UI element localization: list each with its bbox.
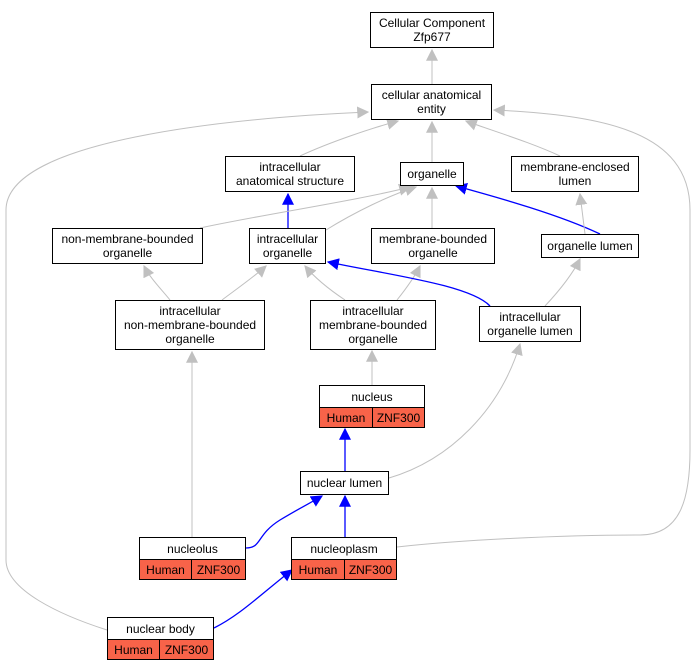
- gene-cell: ZNF300: [164, 642, 209, 657]
- node-label-line: organelle lumen: [487, 324, 573, 338]
- node-label-line: lumen: [558, 174, 592, 188]
- node-label-line: intracellular: [499, 310, 561, 324]
- node-label-line: nucleus: [351, 389, 393, 404]
- node-label-line: intracellular: [259, 160, 321, 174]
- gene-cell: ZNF300: [348, 562, 393, 577]
- species-cell: Human: [292, 560, 345, 579]
- node-label-line: intracellular: [159, 304, 221, 318]
- node-label: nucleus: [320, 386, 424, 407]
- gene-cell: ZNF300: [196, 562, 241, 577]
- node-label-line: cellular anatomical: [381, 88, 482, 102]
- species-cell: Human: [320, 408, 373, 427]
- gene-cell: ZNF300: [376, 410, 421, 425]
- edge-ias-cae: [299, 118, 400, 157]
- node-label-line: Zfp677: [413, 30, 451, 44]
- edge-iol-io-part: [326, 258, 491, 307]
- node-label-line: intracellular: [256, 232, 319, 246]
- node-label-line: nucleolus: [167, 541, 218, 556]
- edge-inmbo-io: [221, 265, 267, 301]
- node-label: organelle: [401, 163, 463, 185]
- species-cell: Human: [108, 640, 160, 659]
- node-label: nuclear lumen: [301, 472, 388, 494]
- species-cell: Human: [140, 560, 192, 579]
- node-label-line: membrane-enclosed: [520, 160, 630, 174]
- node-label-line: organelle lumen: [547, 239, 633, 253]
- node-label-line: non-membrane-bounded: [123, 318, 257, 332]
- node-label-line: nuclear body: [126, 621, 195, 636]
- edge-nbody-nucleoplasm-part: [213, 569, 293, 629]
- node-label: nucleolus: [140, 538, 245, 559]
- node-label-line: membrane-bounded: [378, 232, 488, 246]
- node-label-line: organelle: [102, 246, 153, 260]
- edge-imbo-io: [304, 265, 346, 301]
- annotation-row: Human ZNF300: [108, 639, 213, 659]
- edge-iol-ol: [544, 257, 581, 307]
- edge-nlumen-iol: [388, 342, 523, 479]
- node-organelle[interactable]: organelle: [400, 162, 464, 186]
- node-label-line: nuclear lumen: [306, 476, 383, 490]
- edge-ol-organelle-part: [454, 183, 601, 235]
- edge-ol-mel: [575, 192, 588, 235]
- node-ol[interactable]: organelle lumen: [541, 234, 639, 258]
- node-label-line: intracellular: [342, 304, 404, 318]
- node-label-line: organelle: [165, 332, 215, 346]
- node-label-line: organelle: [408, 246, 458, 260]
- edge-nmbo-organelle: [199, 183, 412, 229]
- node-label-line: organelle: [407, 167, 457, 181]
- node-label-line: entity: [417, 102, 446, 116]
- edge-nucleoplasm-cae: [396, 104, 691, 548]
- edge-nucleolus-nlumen-part: [245, 495, 324, 549]
- edge-mel-cae: [464, 119, 561, 157]
- node-nlumen[interactable]: nuclear lumen: [300, 471, 389, 495]
- node-label: organelle lumen: [542, 235, 638, 257]
- node-label-line: organelle: [348, 332, 398, 346]
- node-label-line: Cellular Component: [378, 16, 486, 30]
- edge-io-organelle: [325, 184, 418, 231]
- edge-nbody-cae: [5, 106, 370, 631]
- node-label-line: anatomical structure: [235, 174, 345, 188]
- edge-imbo-mbo: [396, 264, 421, 301]
- edge-inmbo-nmbo: [143, 264, 171, 301]
- node-label-line: nucleoplasm: [310, 541, 378, 556]
- node-label-line: organelle: [262, 246, 313, 260]
- node-label: nuclear body: [108, 618, 213, 639]
- node-label: nucleoplasm: [292, 538, 396, 559]
- node-label-line: non-membrane-bounded: [61, 232, 194, 246]
- annotation-row: Human ZNF300: [140, 559, 245, 579]
- node-label-line: membrane-bounded: [318, 318, 428, 332]
